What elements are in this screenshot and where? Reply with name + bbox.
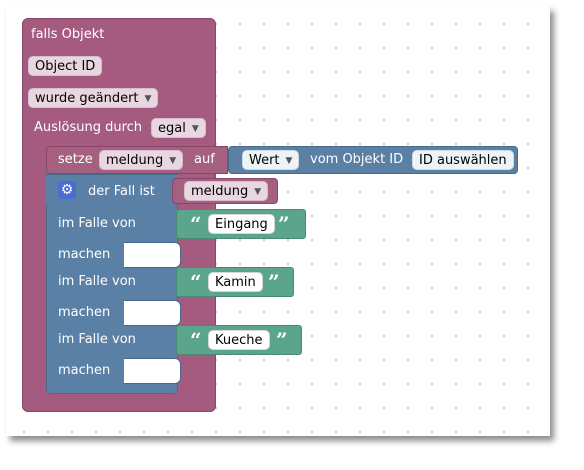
blockly-workspace[interactable]: falls Objekt Object ID wurde geändert ▼ A…: [6, 6, 550, 436]
set-label: setze: [58, 152, 93, 167]
switch-variable-name: meldung: [191, 184, 249, 199]
case-label: im Falle von: [58, 216, 136, 231]
case-label: im Falle von: [58, 332, 136, 347]
trigger-by-dropdown[interactable]: egal ▼: [151, 118, 206, 138]
statement-slot[interactable]: [124, 358, 181, 384]
object-id-label: Object ID: [35, 59, 96, 74]
chevron-down-icon: ▼: [144, 94, 152, 104]
quote-close-icon: ”: [276, 328, 288, 352]
set-variable-name: meldung: [106, 153, 164, 168]
set-variable-dropdown[interactable]: meldung ▼: [99, 150, 184, 170]
quote-open-icon: “: [190, 212, 202, 236]
do-label: machen: [58, 305, 111, 320]
do-label: machen: [58, 247, 111, 262]
chevron-down-icon: ▼: [285, 156, 293, 166]
quote-open-icon: “: [190, 270, 202, 294]
value-option: Wert: [249, 153, 280, 168]
case-value-field[interactable]: Kamin: [208, 272, 263, 292]
statement-slot[interactable]: [124, 242, 181, 268]
trigger-title: falls Objekt: [31, 27, 105, 42]
case-value: Kamin: [215, 275, 256, 290]
select-id-label: ID auswählen: [419, 153, 507, 168]
trigger-by-label: Auslösung durch: [34, 120, 143, 135]
select-id-button[interactable]: ID auswählen: [412, 150, 514, 170]
to-label: auf: [194, 152, 215, 167]
chevron-down-icon: ▼: [254, 187, 262, 197]
chevron-down-icon: ▼: [191, 124, 199, 134]
do-label: machen: [58, 363, 111, 378]
trigger-block-content: falls Objekt Object ID wurde geändert ▼ A…: [22, 18, 216, 412]
value-dropdown[interactable]: Wert ▼: [242, 150, 300, 170]
case-value-field[interactable]: Eingang: [208, 214, 275, 234]
case-label: im Falle von: [58, 274, 136, 289]
object-id-field[interactable]: Object ID: [28, 56, 103, 76]
switch-variable-dropdown[interactable]: meldung ▼: [184, 181, 269, 201]
condition-dropdown[interactable]: wurde geändert ▼: [28, 88, 159, 108]
switch-label: der Fall ist: [88, 184, 155, 199]
chevron-down-icon: ▼: [169, 156, 177, 166]
trigger-by-option: egal: [158, 121, 186, 136]
switch-block[interactable]: [46, 174, 178, 394]
quote-close-icon: ”: [278, 212, 290, 236]
quote-close-icon: ”: [268, 270, 280, 294]
from-object-label: vom Objekt ID: [310, 152, 404, 167]
case-value-field[interactable]: Kueche: [208, 330, 270, 350]
gear-icon[interactable]: ⚙: [58, 181, 76, 199]
case-value: Kueche: [215, 333, 263, 348]
condition-option: wurde geändert: [35, 91, 139, 106]
statement-slot[interactable]: [124, 300, 181, 326]
case-value: Eingang: [215, 217, 268, 232]
quote-open-icon: “: [190, 328, 202, 352]
